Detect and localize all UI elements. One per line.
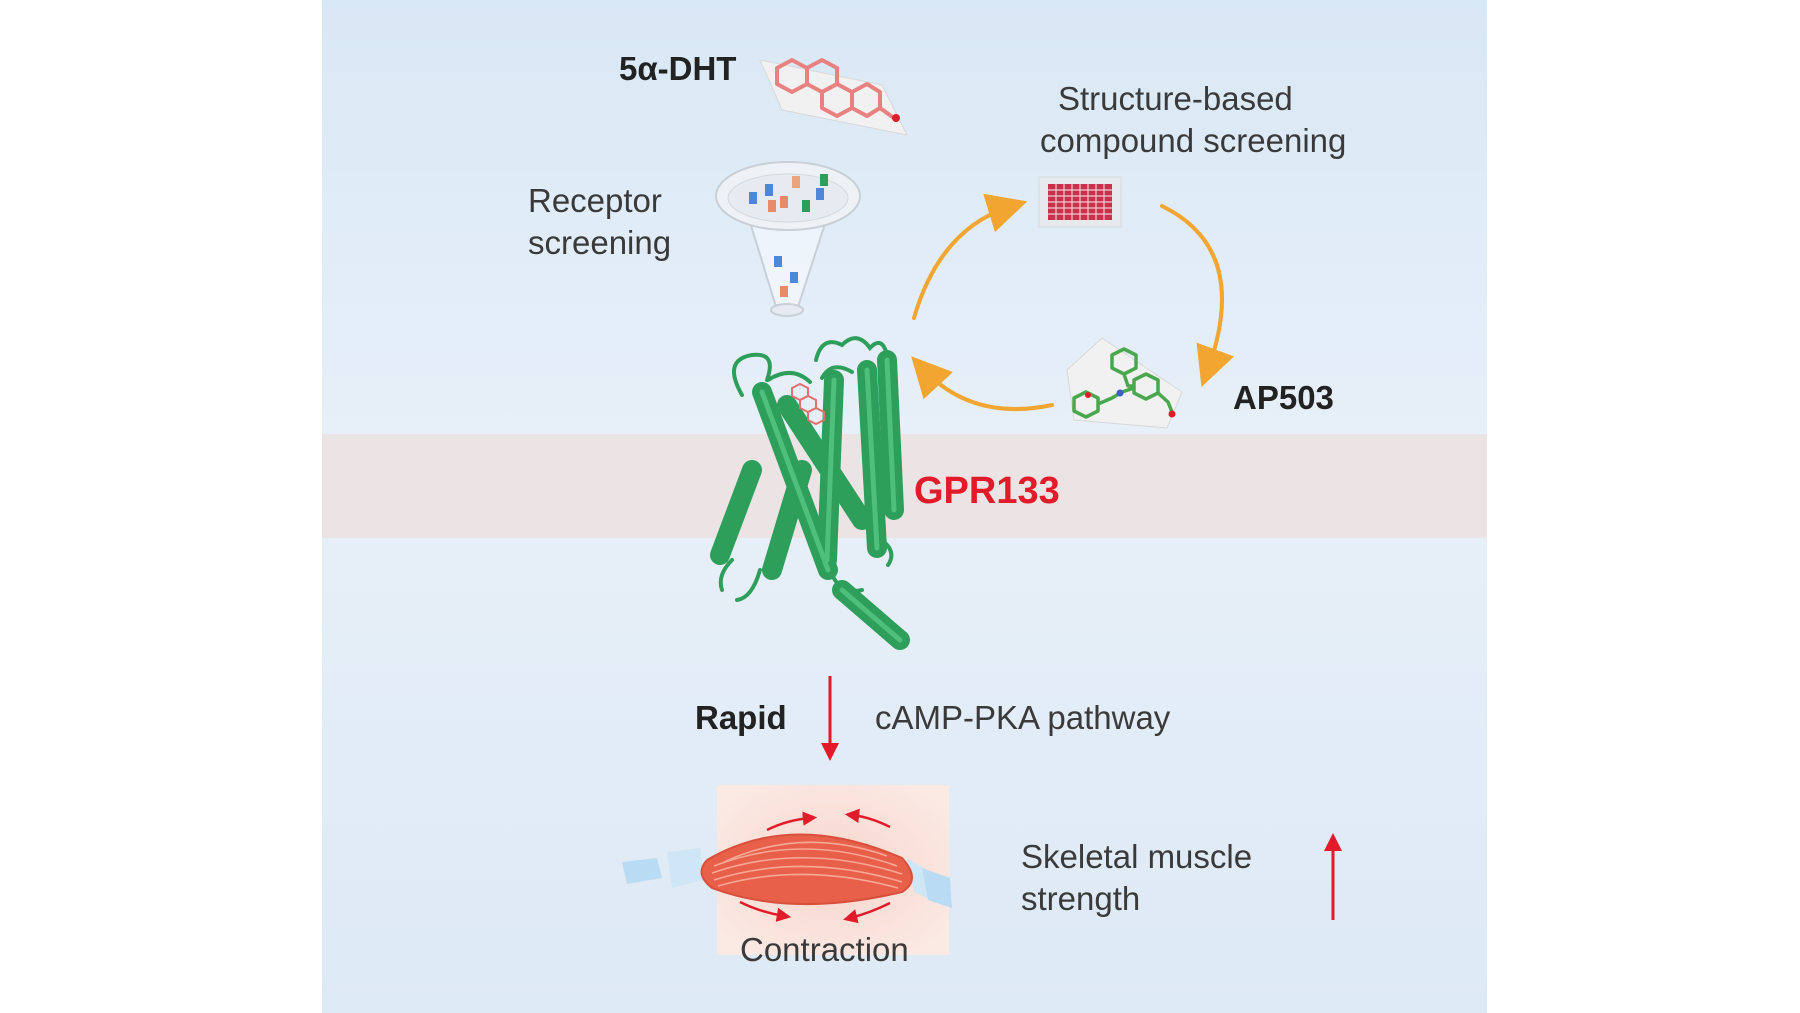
contraction-arrow-2 <box>844 808 891 829</box>
dht-molecule-icon <box>759 58 908 136</box>
dht-label: 5α-DHT <box>619 50 737 87</box>
compound-plate-icon <box>1038 176 1122 228</box>
structure-screening-line2: compound screening <box>1040 122 1347 159</box>
muscle-strength-line1: Skeletal muscle <box>1021 838 1253 875</box>
receptor-screening-label: Receptor screening <box>528 180 671 264</box>
cycle-arrow-to-plate <box>912 193 1028 320</box>
structure-screening-line1: Structure-based <box>1058 80 1293 117</box>
cycle-arrow-to-ap503 <box>1160 204 1235 388</box>
muscle-icon <box>622 785 952 955</box>
cycle-arrow-to-receptor <box>911 356 1054 412</box>
contraction-arrow-4 <box>843 901 891 924</box>
receptor-structure-icon <box>710 336 910 650</box>
membrane-band <box>322 434 1487 538</box>
graphical-abstract: 5α-DHT Receptor screening Structure-base… <box>322 0 1487 1013</box>
receptor-screening-line1: Receptor <box>528 182 662 219</box>
muscle-strength-line2: strength <box>1021 880 1141 917</box>
ap503-label: AP503 <box>1233 379 1334 416</box>
rapid-label: Rapid <box>695 699 787 736</box>
structure-screening-label: Structure-based compound screening <box>1040 78 1346 162</box>
gpr133-label: GPR133 <box>914 470 1060 512</box>
contraction-label: Contraction <box>740 931 909 968</box>
funnel-icon <box>715 161 861 317</box>
screening-cycle-arrows <box>911 193 1235 412</box>
diagram-canvas <box>322 0 1487 1013</box>
ap503-molecule-icon <box>1066 337 1183 429</box>
pathway-label: cAMP-PKA pathway <box>875 699 1171 736</box>
contraction-arrow-3 <box>739 900 792 922</box>
muscle-strength-label: Skeletal muscle strength <box>1021 836 1252 920</box>
contraction-arrow-1 <box>766 811 818 832</box>
receptor-screening-line2: screening <box>528 224 672 261</box>
